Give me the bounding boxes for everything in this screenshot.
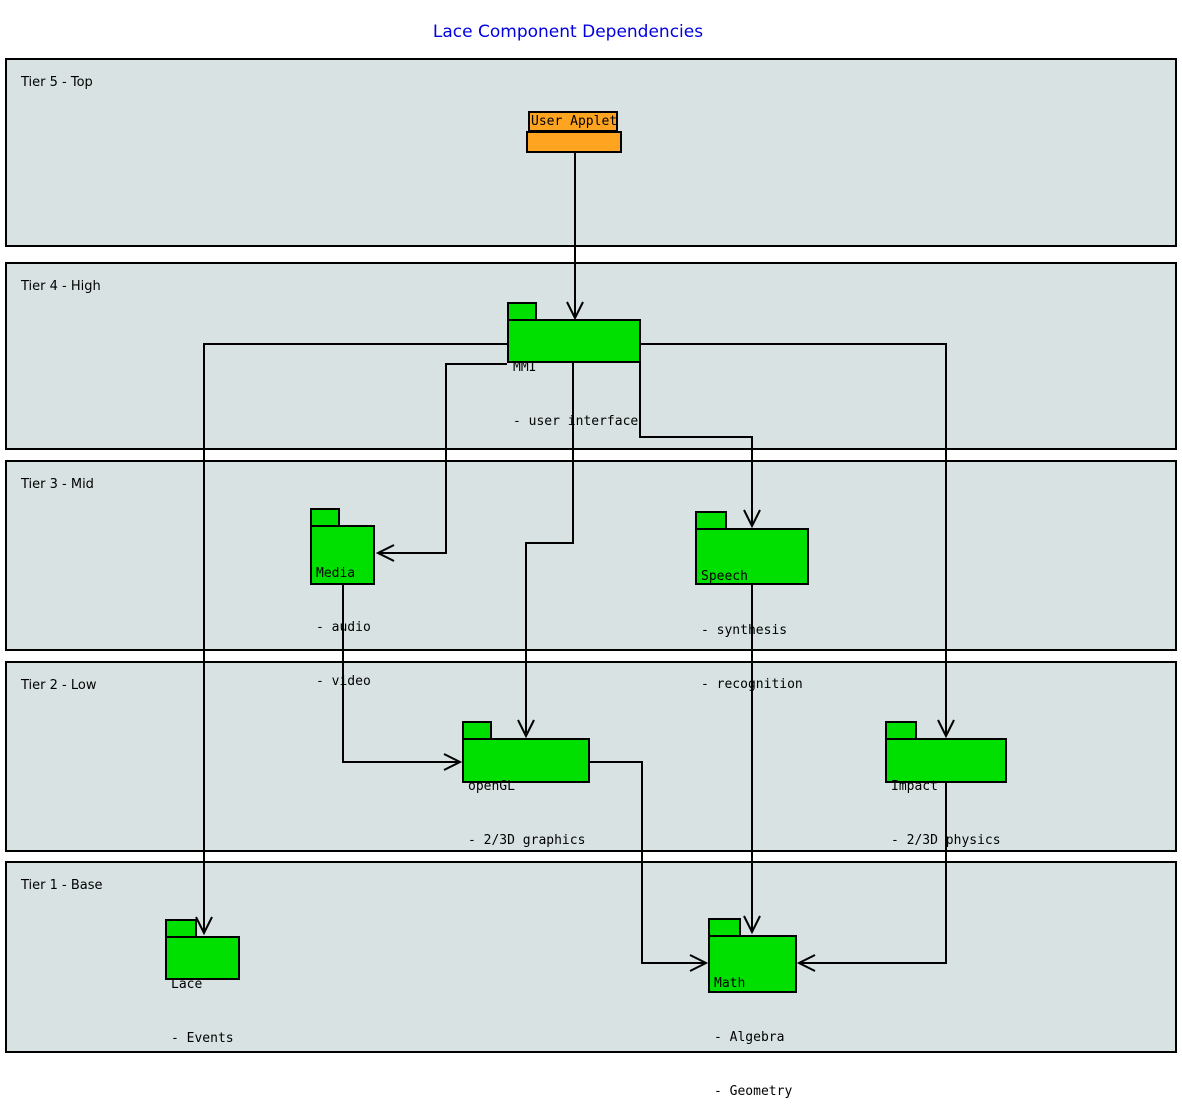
component-speech: Speech - synthesis - recognition <box>695 528 809 692</box>
component-impact-detail: - 2/3D physics <box>891 833 1001 848</box>
component-media-detail: - audio <box>316 620 371 635</box>
component-user-applet <box>526 131 622 153</box>
component-impact-tab <box>885 721 917 740</box>
component-mmi-tab <box>507 302 537 321</box>
component-lace: Lace - Events <box>165 936 240 1046</box>
component-mmi-detail: - user interface <box>513 414 639 429</box>
component-math: Math - Algebra - Geometry <box>708 935 797 1099</box>
component-lace-tab <box>165 919 197 938</box>
component-lace-title: Lace <box>171 977 203 992</box>
component-media-detail: - video <box>316 674 371 689</box>
component-media-title: Media <box>316 566 356 581</box>
component-impact: Impact - 2/3D physics <box>885 738 1007 848</box>
component-math-title: Math <box>714 976 746 991</box>
component-speech-detail: - synthesis <box>701 623 788 638</box>
component-speech-tab <box>695 511 727 530</box>
component-math-tab <box>708 918 741 937</box>
tier-5-label: Tier 5 - Top <box>21 75 93 90</box>
component-mmi-title: MMI <box>513 360 537 375</box>
component-math-detail: - Geometry <box>714 1084 793 1099</box>
component-mmi: MMI - user interface <box>507 319 641 429</box>
component-speech-detail: - recognition <box>701 677 803 692</box>
component-lace-detail: - Events <box>171 1031 234 1046</box>
component-opengl: openGL - 2/3D graphics <box>462 738 590 848</box>
diagram-title: Lace Component Dependencies <box>432 22 704 42</box>
component-media-tab <box>310 508 340 527</box>
component-opengl-tab <box>462 721 492 740</box>
component-user-applet-label: User Applet <box>528 111 618 132</box>
tier-4-label: Tier 4 - High <box>21 279 101 294</box>
component-math-detail: - Algebra <box>714 1030 785 1045</box>
component-media: Media - audio - video <box>310 525 375 689</box>
component-speech-title: Speech <box>701 569 748 584</box>
tier-2-label: Tier 2 - Low <box>21 678 97 693</box>
tier-3-label: Tier 3 - Mid <box>21 477 94 492</box>
component-opengl-detail: - 2/3D graphics <box>468 833 586 848</box>
component-impact-title: Impact <box>891 779 938 794</box>
tier-1-label: Tier 1 - Base <box>21 878 103 893</box>
component-opengl-title: openGL <box>468 779 515 794</box>
tier-band-3: Tier 3 - Mid <box>5 460 1177 651</box>
